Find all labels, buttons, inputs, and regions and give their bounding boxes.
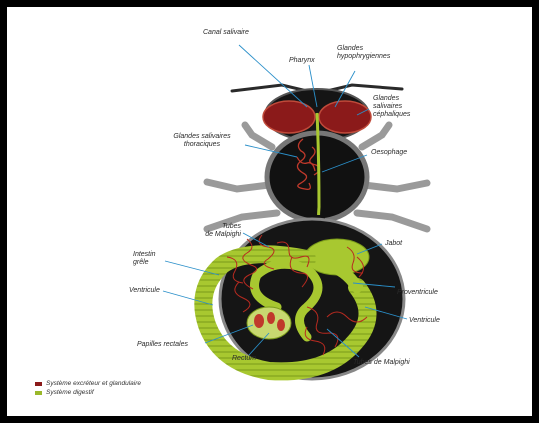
legend-item-digestive: Système digestif [35, 388, 141, 397]
bee-anatomy-illustration [7, 7, 532, 416]
label-intestin-grele: Intestin grêle [133, 251, 156, 267]
cephalic-gland-right [319, 101, 371, 133]
label-tubes-malpighi-top: Tubes de Malpighi [175, 223, 241, 239]
label-papilles-rectales: Papilles rectales [137, 341, 188, 349]
legend-swatch-digestive [35, 391, 42, 395]
label-jabot: Jabot [385, 240, 402, 248]
cephalic-gland-left [263, 101, 315, 133]
label-ventricule-left: Ventricule [129, 287, 160, 295]
label-glandes-cephaliques: Glandes salivaires céphaliques [373, 95, 410, 119]
label-pharynx: Pharynx [289, 57, 315, 65]
label-ventricule-right: Ventricule [409, 317, 440, 325]
legend: Système excréteur et glandulaire Système… [35, 379, 141, 397]
label-proventricule: Proventricule [397, 289, 438, 297]
legend-item-excretory: Système excréteur et glandulaire [35, 379, 141, 388]
diagram-frame: Canal salivaire Pharynx Glandes hypophry… [7, 7, 532, 416]
legend-swatch-excretory [35, 382, 42, 386]
label-glandes-hypopharyngiennes: Glandes hypophrygiennes [337, 45, 390, 61]
legend-label-digestive: Système digestif [46, 389, 94, 396]
label-canal-salivaire: Canal salivaire [203, 29, 249, 37]
label-rectum: Rectum [232, 355, 256, 363]
label-tubes-malpighi-bottom: Tubes de Malpighi [353, 359, 410, 367]
label-oesophage: Oesophage [371, 149, 407, 157]
label-glandes-thoraciques: Glandes salivaires thoraciques [157, 133, 247, 149]
legend-label-excretory: Système excréteur et glandulaire [46, 380, 141, 387]
